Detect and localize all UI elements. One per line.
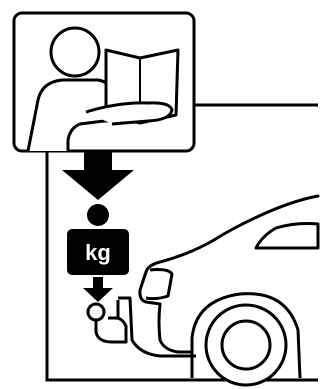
car-rear-window [256,224,318,249]
weight-knob [87,204,109,226]
tow-bar-arm [96,318,126,342]
weight-label: kg [85,240,111,265]
weight-icon: kg [67,204,129,275]
down-arrow-icon [62,151,134,200]
car-rear-body [140,272,192,352]
tow-ball-icon [88,300,126,342]
reader-head [51,28,99,76]
car-bumper [118,298,196,356]
car-wheel-inner [222,321,270,369]
car-rear-icon [118,196,318,385]
person-reading-manual-icon [14,13,194,151]
car-tail-light [146,270,172,299]
small-down-arrow-icon [83,277,113,302]
tow-ball [88,304,104,320]
